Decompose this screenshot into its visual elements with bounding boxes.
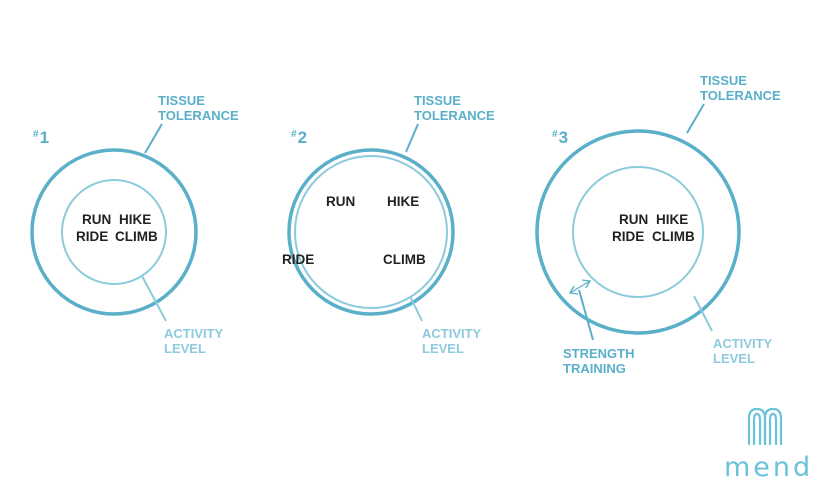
panel-3-activity-leader [693,295,713,332]
panel-2-tissue-ring [287,148,455,316]
panel-2-activity-hike: HIKE [387,194,420,209]
panel-3-tissue-leader [686,103,705,134]
panel-1-activity-hike: HIKE [119,212,152,227]
panel-2-activity-ride: RIDE [282,252,315,267]
mend-logo-icon [747,407,783,446]
panel-3-tissue-ring [535,129,741,335]
strength-leader [578,289,594,341]
panel-2-activity-run: RUN [326,194,356,209]
panel-1-activity-climb: CLIMB [115,229,158,244]
panel-1-activity-leader [141,275,167,322]
panel-2-activity-leader [409,295,423,322]
panel-3-activity-run: RUN [619,212,649,227]
panel-3-activity-ride: RIDE [612,229,645,244]
panel-1-tissue-leader [144,123,163,154]
strength-gap-arrow [568,279,592,295]
panel-3-activity-ring [572,166,704,298]
panel-1-activity-ride: RIDE [76,229,109,244]
panel-1-activity-run: RUN [82,212,112,227]
panel-3-activity-climb: CLIMB [652,229,695,244]
panel-1-number: #1 [33,128,50,147]
mend-logo-wordmark: mend [724,452,814,483]
panel-1-tissue-ring [30,148,198,316]
panel-1-activity-ring [61,179,167,285]
panel-2-activity-ring [294,155,448,309]
panel-2-activity-climb: CLIMB [383,252,426,267]
panel-3-number: #3 [552,128,569,147]
panel-3-activity-hike: HIKE [656,212,689,227]
panel-2-number: #2 [291,128,308,147]
panel-2-tissue-leader [405,123,419,153]
